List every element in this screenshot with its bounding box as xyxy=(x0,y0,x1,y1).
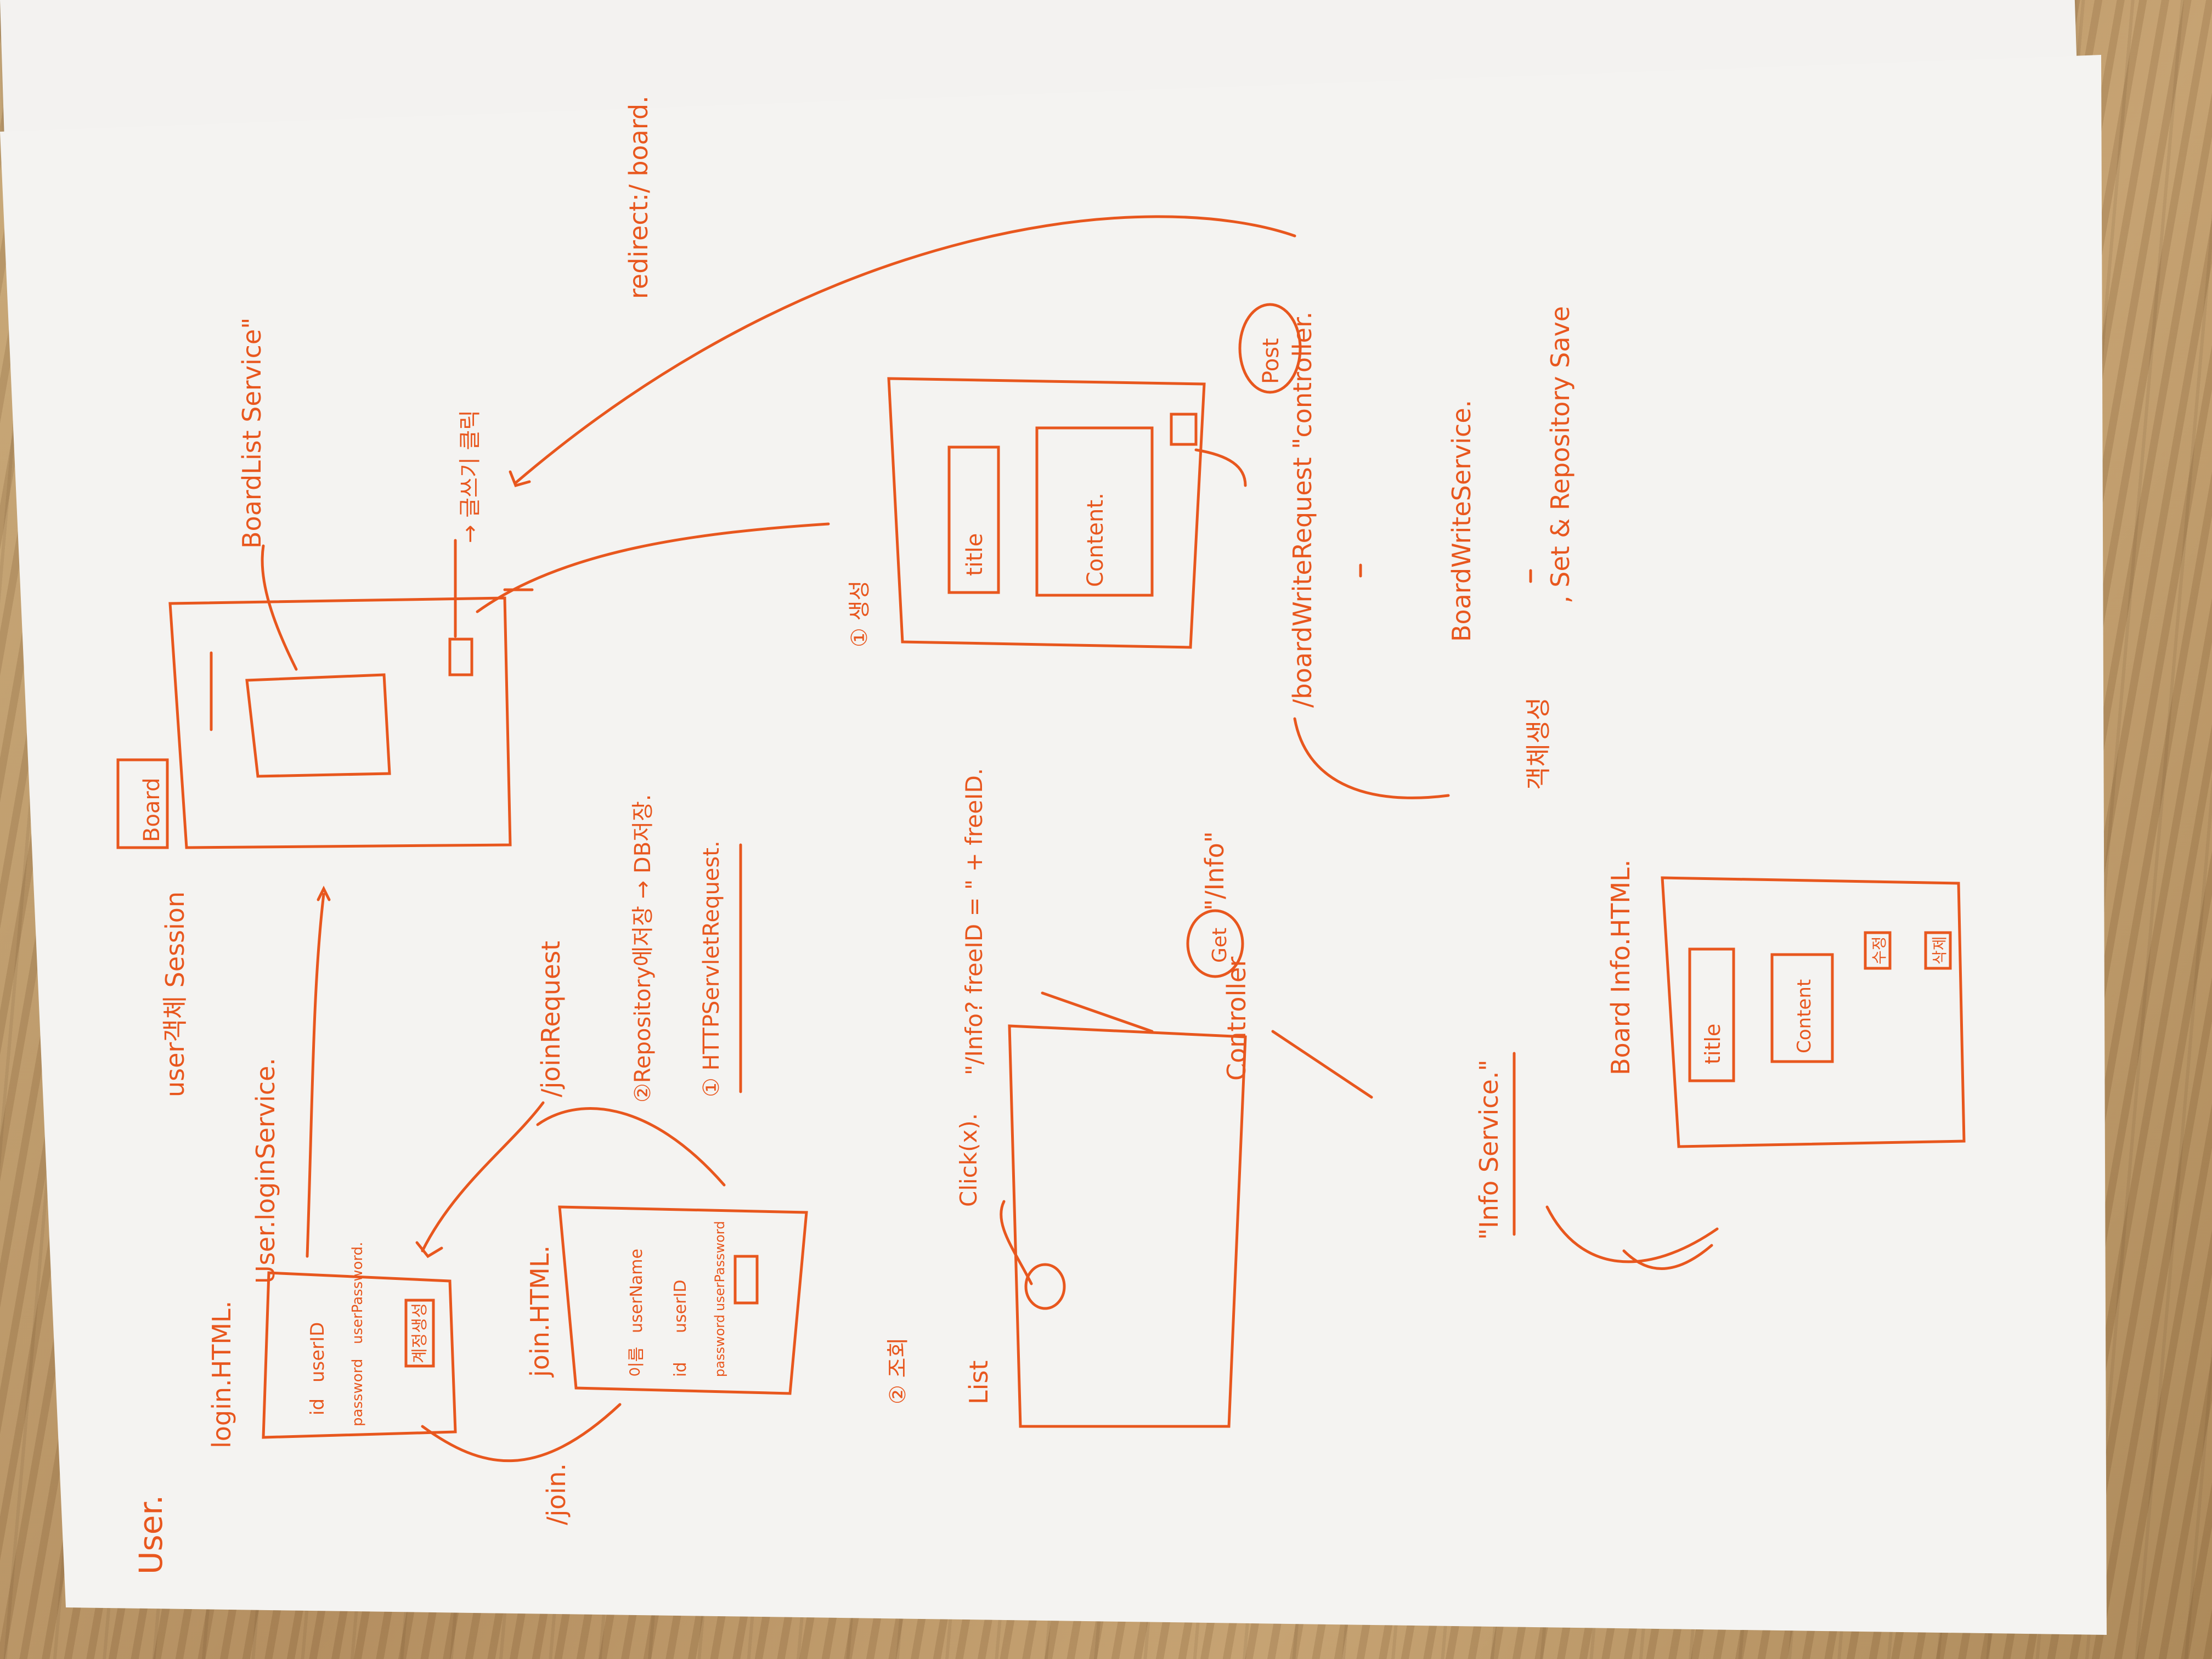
write-click-label: → 글쓰기 클릭 xyxy=(458,410,483,543)
list-label: List xyxy=(964,1361,994,1404)
join-name-label: 이름 xyxy=(627,1347,646,1377)
redirect-arrowhead xyxy=(509,470,531,488)
post-label: Post xyxy=(1259,338,1284,384)
login-form-frame xyxy=(262,1271,457,1439)
arrow-request-back-login xyxy=(421,1101,545,1252)
click-label: Click(x). xyxy=(955,1113,982,1207)
get-label: Get xyxy=(1209,928,1231,963)
info-title-box xyxy=(1688,947,1735,1082)
join-password-value: userPassword xyxy=(712,1221,727,1311)
arrow-request-loop xyxy=(1293,717,1450,799)
arrow-back-login-head xyxy=(415,1241,443,1259)
join-path-label: /join. xyxy=(541,1463,571,1525)
set-repository-save-label: , Set & Repository Save xyxy=(1545,306,1575,603)
redirect-arrow xyxy=(514,215,1296,484)
redirect-label: redirect:/ board. xyxy=(624,95,653,299)
join-name-value: userName xyxy=(627,1249,646,1333)
board-info-html-label: Board Info.HTML. xyxy=(1606,860,1635,1075)
arrow-signup-to-join xyxy=(421,1403,622,1463)
info-get-label: "/Info" xyxy=(1200,831,1229,911)
delete-button-box xyxy=(1924,931,1952,970)
board-label-box xyxy=(116,758,169,849)
http-servlet-request-label: ① HTTPServletRequest. xyxy=(699,840,724,1097)
object-create-label: 객체생성 xyxy=(1523,697,1553,790)
submit-button-box xyxy=(1170,413,1198,446)
info-page-frame xyxy=(1661,876,1966,1148)
login-html-label: login.HTML. xyxy=(207,1301,236,1448)
board-write-request-label: /boardWriteRequest "controller. xyxy=(1288,312,1317,708)
login-id-value: userID xyxy=(307,1322,329,1383)
write-page-frame xyxy=(887,377,1206,649)
delete-button-label: 삭제 xyxy=(1931,936,1949,964)
edit-button-box xyxy=(1864,931,1892,970)
login-password-value: userPassword. xyxy=(349,1242,366,1344)
content-field-label: Content. xyxy=(1083,493,1108,587)
info-title-label: title xyxy=(1701,1024,1725,1064)
board-label: Board xyxy=(139,777,165,842)
title-field-label: title xyxy=(962,533,988,576)
arrow-info-to-controller xyxy=(1041,991,1154,1033)
create-label: ① 생성 xyxy=(847,580,872,647)
arrow-controller-to-service xyxy=(1271,1030,1373,1099)
board-list-service-label: BoardList Service" xyxy=(237,318,267,549)
join-password-label: password xyxy=(712,1314,727,1377)
list-page-frame xyxy=(1008,1024,1247,1428)
arrow-join-to-request xyxy=(536,1107,726,1187)
get-circle xyxy=(1186,909,1244,978)
user-login-service-label: User.loginService. xyxy=(251,1058,280,1284)
info-content-label: Content xyxy=(1793,979,1815,1053)
arrow-loop-inner xyxy=(1622,1244,1713,1270)
board-write-service-label: BoardWriteService. xyxy=(1447,400,1476,642)
login-id-label: id xyxy=(307,1398,329,1415)
arrow-login-to-service xyxy=(306,893,325,1258)
arrow-to-create-page xyxy=(476,522,830,613)
post-circle xyxy=(1238,303,1302,394)
user-session-label: user객체 Session xyxy=(160,891,190,1097)
join-id-label: id xyxy=(671,1362,690,1377)
paper-sheet xyxy=(0,55,2107,1635)
content-input-box xyxy=(1035,426,1154,597)
view-label: ② 조회 xyxy=(885,1338,911,1404)
info-content-box xyxy=(1770,953,1834,1063)
click-target-circle xyxy=(1024,1263,1066,1310)
info-service-label: "Info Service." xyxy=(1474,1059,1504,1240)
title-input-box xyxy=(947,445,1000,594)
login-password-label: password xyxy=(349,1359,366,1426)
join-submit-box xyxy=(733,1255,759,1305)
board-page-frame xyxy=(168,596,512,849)
join-id-value: userID xyxy=(671,1280,690,1333)
signup-button-label: 계정생성 xyxy=(410,1303,430,1363)
board-list-box xyxy=(245,673,391,778)
join-request-label: /joinRequest xyxy=(536,941,566,1097)
edit-button-label: 수정 xyxy=(1870,936,1888,964)
controller-label: Controller xyxy=(1222,957,1251,1081)
arrow-login-head xyxy=(317,885,331,901)
arrow-service-to-info-page xyxy=(1545,1205,1719,1263)
user-label: User. xyxy=(132,1495,170,1575)
write-button-box xyxy=(448,637,473,676)
arrow-submit-to-post xyxy=(1194,448,1247,487)
signup-button-box xyxy=(404,1299,435,1368)
join-html-label: join.HTML. xyxy=(525,1245,555,1378)
repository-save-label: ②Repository에저장 → DB저장. xyxy=(630,794,656,1103)
join-form-frame xyxy=(558,1205,808,1395)
info-path-label: "/Info? freeID = " + freeID. xyxy=(961,768,988,1075)
arrow-list-to-service xyxy=(261,544,298,671)
arrow-click xyxy=(1000,1200,1033,1285)
